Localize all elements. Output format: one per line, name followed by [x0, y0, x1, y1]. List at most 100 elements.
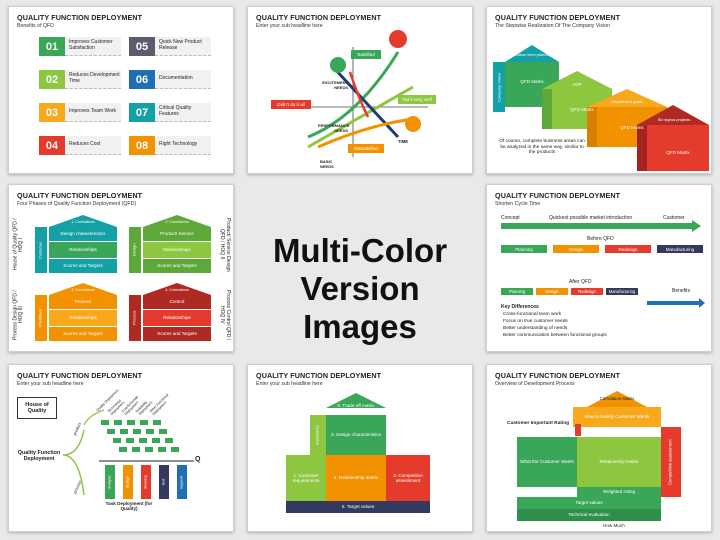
- house-row-1: Process: [49, 295, 117, 309]
- house-side: Design: [129, 227, 141, 273]
- excitement-needs-label: EXCITEMENT NEEDS: [322, 80, 348, 90]
- heading-line-2: Version Images: [300, 269, 420, 345]
- h1-roof: Medium term planning: [512, 52, 552, 57]
- task-bar: design: [123, 465, 133, 499]
- benefit-number: 06: [129, 70, 155, 89]
- before-label: Before QFD: [587, 236, 614, 242]
- benefit-label: Improves Team Work: [65, 103, 121, 122]
- dissatisfied-label: Dissatisfied: [348, 144, 384, 153]
- heading-line-1: Multi-Color: [272, 232, 448, 269]
- benefit-label: Reduces Cost: [65, 136, 121, 155]
- label-hoq2: Product/ Service Design QFD / HOQ II: [219, 217, 231, 272]
- design-characteristics: 3. Design characteristics: [326, 415, 386, 455]
- key-difference-item: Focus on true customer needs: [503, 319, 568, 324]
- slide-four-phases[interactable]: QUALITY FUNCTION DEPLOYMENT Four Phases …: [8, 184, 234, 352]
- did-well-label: Did it very well: [398, 95, 436, 104]
- correlation-matrix: Correlation Matrix: [599, 396, 635, 402]
- benefit-number: 05: [129, 37, 155, 56]
- technical-evaluation: Technical evaluation: [517, 509, 661, 521]
- before-step: Redesign: [605, 245, 651, 253]
- label-hoq4: Process Control QFD / HOQ IV: [219, 289, 231, 341]
- rating-marker: [575, 424, 581, 436]
- benefit-label: Documentation: [155, 70, 211, 89]
- after-label: After QFD: [569, 279, 592, 285]
- task-deployment-label: Task Deployment (for Quality): [105, 501, 153, 512]
- slide-kano[interactable]: QUALITY FUNCTION DEPLOYMENT Enter your s…: [247, 6, 473, 174]
- house-row-1: Design characteristics: [49, 227, 117, 241]
- slide-task-deployment[interactable]: QUALITY FUNCTION DEPLOYMENT Enter your s…: [8, 364, 234, 532]
- basic-needs-label: BASIC NEEDS: [320, 159, 334, 169]
- slide-title: QUALITY FUNCTION DEPLOYMENT: [256, 371, 382, 380]
- basic-curve: [331, 65, 400, 139]
- relationship-matrix: Relationship matrix: [577, 437, 661, 487]
- slide-title: QUALITY FUNCTION DEPLOYMENT: [17, 13, 143, 22]
- key-difference-item: Better understanding of needs: [503, 326, 568, 331]
- concept-label: Concept: [501, 215, 520, 221]
- benefit-label: Right Technology: [155, 136, 211, 155]
- quickest-label: Quickest possible market introduction: [549, 215, 633, 221]
- before-step: Planning: [501, 245, 547, 253]
- slide-title: QUALITY FUNCTION DEPLOYMENT: [17, 371, 143, 380]
- hoq-shape: [326, 393, 386, 408]
- h3-roof: Department goals: [611, 99, 643, 104]
- competitive-assessment: 2. Competitive assessment: [386, 455, 430, 501]
- customer-label: Customer: [663, 215, 685, 221]
- slide-subtitle: Overview of Development Process: [495, 381, 575, 387]
- after-step: Planning: [501, 288, 533, 295]
- house-row-3: Scores and Targets: [49, 259, 117, 273]
- target-values: Target values: [517, 497, 661, 509]
- house-side: Process: [129, 295, 141, 341]
- slide-subtitle: Benefits of QFD: [17, 23, 54, 29]
- benefit-number: 02: [39, 70, 65, 89]
- slide-hoq-parts[interactable]: QUALITY FUNCTION DEPLOYMENT Enter your s…: [247, 364, 473, 532]
- benefit-label: Quick New Product Release: [155, 37, 211, 56]
- house-row-3: Scores and Targets: [143, 327, 211, 341]
- competitive-assessment: Competitive assessment: [661, 427, 681, 497]
- label-hoq3: Process Design QFD / HOQ III: [12, 290, 24, 340]
- slide-development-process[interactable]: QUALITY FUNCTION DEPLOYMENT Overview of …: [486, 364, 712, 532]
- house-of-quality-box: House of Quality: [17, 397, 57, 419]
- house-roof-label: 4. Correlations: [165, 287, 189, 292]
- house-row-2: Relationships: [143, 242, 211, 258]
- house-roof-label: 1. Correlations: [71, 219, 95, 224]
- after-step: Design: [536, 288, 568, 295]
- key-difference-item: Cross-functional team work: [503, 312, 562, 317]
- slide-title: QUALITY FUNCTION DEPLOYMENT: [495, 371, 621, 380]
- house-row-2: Relationships: [143, 310, 211, 326]
- benefit-number: 07: [129, 103, 155, 122]
- key-differences-title: Key Differences: [501, 304, 539, 310]
- slide-subtitle: Enter your sub headline here: [256, 23, 323, 29]
- person-icon: [389, 30, 407, 48]
- slide-vision[interactable]: QUALITY FUNCTION DEPLOYMENT The Stepwise…: [486, 6, 712, 174]
- slide-title: QUALITY FUNCTION DEPLOYMENT: [495, 13, 621, 22]
- q-label: Q: [195, 456, 201, 463]
- h4-roof: Six sigma projects: [657, 117, 691, 122]
- qfd-label: Quality Function Deployment: [17, 450, 61, 463]
- benefit-number: 04: [39, 136, 65, 155]
- multi-color-heading: Multi-Color Version Images: [243, 232, 477, 346]
- slide-benefits[interactable]: QUALITY FUNCTION DEPLOYMENT Benefits of …: [8, 6, 234, 174]
- task-bar: analyse: [105, 465, 115, 499]
- h4-body: QFD Matrix: [666, 150, 690, 155]
- house-roof: [143, 283, 211, 295]
- dissatisfied-curve: [317, 117, 414, 149]
- slide-subtitle: Enter your sub headline here: [17, 381, 84, 387]
- worker-icon: [405, 116, 421, 132]
- benefit-number: 01: [39, 37, 65, 56]
- customer-rating-label: Customer Important Rating: [507, 421, 570, 426]
- before-step: Manufacturing: [657, 245, 703, 253]
- after-step: Manufacturing: [606, 288, 638, 295]
- house-row-1: Control: [143, 295, 211, 309]
- after-step: Redesign: [571, 288, 603, 295]
- house-row-3: Scores and Targets: [143, 259, 211, 273]
- h2-body: QFD Matrix: [570, 107, 594, 112]
- slide-cycle-time[interactable]: QUALITY FUNCTION DEPLOYMENT Shorten Cycl…: [486, 184, 712, 352]
- h3-body: QFD teams: [620, 125, 644, 130]
- benefit-number: 03: [39, 103, 65, 122]
- house-roof: [49, 283, 117, 295]
- benefit-label: Reduces Development Time: [65, 70, 121, 89]
- slide-subtitle: Shorten Cycle Time: [495, 201, 541, 207]
- house-side: Prod/Serv: [35, 295, 47, 341]
- vision-houses: [505, 45, 709, 171]
- clock-icon: [330, 57, 346, 73]
